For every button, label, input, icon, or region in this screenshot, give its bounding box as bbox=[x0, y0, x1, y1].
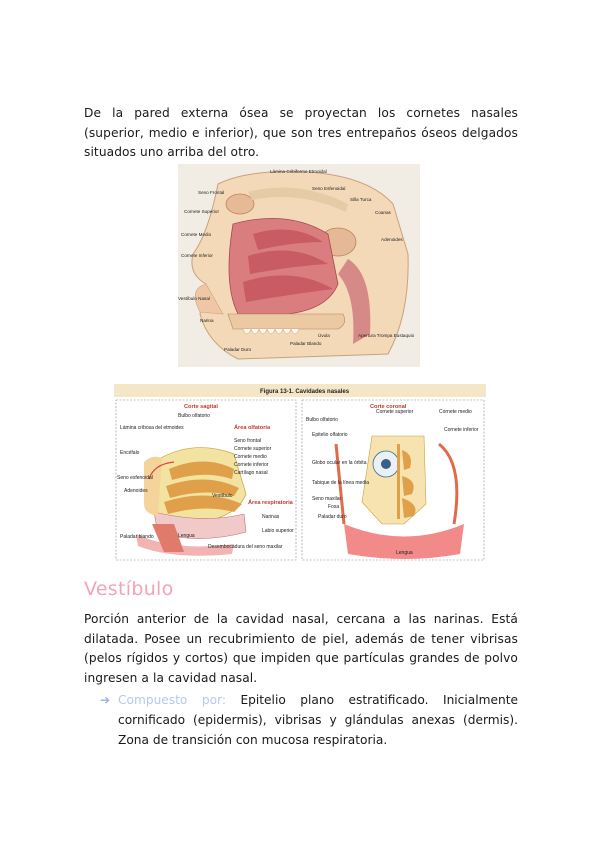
label-encefalo: Encéfalo bbox=[120, 450, 140, 456]
label-seno-frontal-sagital: Seno frontal bbox=[234, 438, 261, 444]
figure-title: Figura 13-1. Cavidades nasales bbox=[260, 389, 350, 395]
label-fosa: Fosa bbox=[328, 504, 339, 510]
heading-sagittal: Corte sagital bbox=[184, 404, 218, 410]
label-bulbo-coronal: Bulbo olfatorio bbox=[306, 417, 338, 423]
label-adenoides-sagital: Adenoides bbox=[124, 488, 148, 494]
label-vestibulo: Vestíbulo Nasal bbox=[178, 296, 210, 301]
label-globo: Globo ocular en la órbita bbox=[312, 460, 367, 466]
label-seno-esfenoidal-sagital: Seno esfenoidal bbox=[117, 475, 153, 481]
label-bulbo-sagital: Bulbo olfatorio bbox=[178, 413, 210, 419]
label-lengua-coronal: Lengua bbox=[396, 550, 413, 556]
label-paladar-blando: Paladar Blando bbox=[290, 341, 322, 346]
label-silla-turca: Silla Turca bbox=[350, 197, 372, 202]
bullet-text: Epitelio plano estratificado. Inicialmen… bbox=[118, 693, 518, 747]
label-cornete-medio-sagital: Cornete medio bbox=[234, 454, 267, 460]
label-seno-frontal: Seno Frontal bbox=[198, 190, 224, 195]
label-area-olfatoria: Área olfatoria bbox=[234, 424, 271, 431]
nasal-cavities-figure: Figura 13-1. Cavidades nasales Corte sag… bbox=[114, 384, 486, 562]
label-paladar-duro: Paladar Duro bbox=[224, 347, 252, 352]
label-paladar-duro-coronal: Paladar duro bbox=[318, 514, 347, 520]
label-paladar-blando-sagital: Paladar blando bbox=[120, 534, 154, 540]
label-lengua-sagital: Lengua bbox=[178, 533, 195, 539]
heading-coronal: Corte coronal bbox=[370, 404, 407, 410]
label-cornete-inferior-coronal: Cornete inferior bbox=[444, 427, 479, 433]
label-epitelio: Epitelio olfatorio bbox=[312, 432, 348, 438]
arrow-right-icon: ➔ bbox=[100, 693, 111, 707]
label-lamina-cribosa: Lámina cribosa del etmoides bbox=[120, 425, 184, 431]
label-seno-maxilar: Seno maxilar bbox=[312, 496, 342, 502]
label-uvula: Úvula bbox=[318, 332, 330, 338]
intro-paragraph: De la pared externa ósea se proyectan lo… bbox=[84, 106, 518, 159]
label-cornete-superior: Cornete Superior bbox=[184, 209, 219, 214]
label-adenoides: Adenoides bbox=[381, 237, 403, 242]
label-narina: Narina bbox=[200, 318, 214, 323]
label-seno-esfenoidal: Seno Esfenoidal bbox=[312, 186, 345, 191]
label-narinas: Narinas bbox=[262, 514, 280, 520]
label-cornete-inferior-sagital: Cornete inferior bbox=[234, 462, 269, 468]
label-cartilago: Cartílago nasal bbox=[234, 470, 268, 476]
label-vestibulo-sagital: Vestíbulo bbox=[212, 493, 233, 499]
nasal-cavity-sagittal-illustration: Lámina Cribiforme Etmoidal Seno Frontal … bbox=[178, 164, 420, 367]
bullet-lead: Compuesto por: bbox=[118, 693, 226, 707]
section-title: Vestíbulo bbox=[84, 578, 174, 600]
label-cornete-superior-sagital: Cornete superior bbox=[234, 446, 272, 452]
bullet-item: ➔ Compuesto por: Epitelio plano estratif… bbox=[100, 690, 518, 750]
label-coanas: Coanas bbox=[375, 210, 392, 215]
label-cornete-medio: Cornete Medio bbox=[181, 232, 212, 237]
label-cornete-inferior: Cornete Inferior bbox=[181, 253, 213, 258]
label-cornete-superior-coronal: Cornete superior bbox=[376, 409, 414, 415]
label-cornete-medio-coronal: Cornete medio bbox=[439, 409, 472, 415]
label-area-respiratoria: Área respiratoria bbox=[248, 499, 294, 506]
label-apertura: Apertura Trompa Eustaquio bbox=[358, 333, 415, 338]
label-desembocadura: Desembocadura del seno maxilar bbox=[208, 544, 283, 550]
label-lamina: Lámina Cribiforme Etmoidal bbox=[270, 169, 327, 174]
label-tabique: Tabique de la línea media bbox=[312, 480, 369, 486]
label-labio: Labio superior bbox=[262, 528, 294, 534]
vestibulo-paragraph: Porción anterior de la cavidad nasal, ce… bbox=[84, 612, 518, 685]
